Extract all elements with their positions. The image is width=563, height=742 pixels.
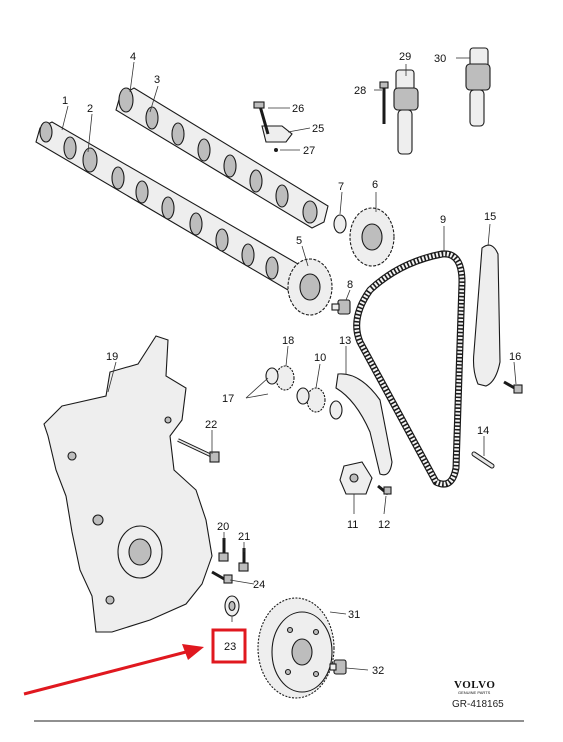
- part-label-32: 32: [372, 665, 384, 677]
- part-label-26: 26: [292, 103, 304, 115]
- idler-gear-10: [296, 387, 343, 420]
- solenoid-29: [393, 69, 419, 155]
- timing-chain: [353, 250, 466, 488]
- idler-gear-18: [265, 365, 295, 391]
- leader-lines: [61, 57, 517, 671]
- part-label-14: 14: [477, 425, 489, 437]
- part-label-19: 19: [106, 351, 118, 363]
- cam-sprocket-5: [287, 258, 333, 316]
- part-label-10: 10: [314, 352, 326, 364]
- bolt-16: [503, 380, 523, 394]
- cam-sprocket-6: [349, 207, 395, 267]
- part-label-22: 22: [205, 419, 217, 431]
- part-label-2: 2: [87, 103, 93, 115]
- part-label-11: 11: [347, 519, 358, 531]
- part-label-3: 3: [154, 74, 160, 86]
- part-label-30: 30: [434, 53, 446, 65]
- camshaft-rear: [115, 87, 329, 229]
- camshaft-front: [35, 121, 306, 291]
- part-label-7: 7: [338, 181, 344, 193]
- part-label-25: 25: [312, 123, 324, 135]
- bolt-8: [331, 299, 351, 315]
- part-label-8: 8: [347, 279, 353, 291]
- svg-text:VOLVO: VOLVO: [454, 679, 495, 691]
- bolt-22: [177, 438, 220, 463]
- bolt-26: [253, 101, 270, 135]
- part-label-27: 27: [303, 145, 315, 157]
- part-label-31: 31: [348, 609, 360, 621]
- part-label-16: 16: [509, 351, 521, 363]
- bracket-25: [261, 125, 293, 143]
- part-27: [274, 148, 278, 152]
- part-label-9: 9: [440, 214, 446, 226]
- highlight-arrow: [23, 644, 204, 696]
- chain-guide-15: [472, 244, 501, 387]
- part-label-24: 24: [253, 579, 265, 591]
- part-label-12: 12: [378, 519, 390, 531]
- washer-7: [333, 214, 347, 234]
- part-label-17: 17: [222, 393, 234, 405]
- tensioner-rail-13: [335, 373, 393, 476]
- svg-text:GENUINE PARTS: GENUINE PARTS: [458, 690, 491, 695]
- part-label-28: 28: [354, 85, 366, 97]
- bolt-28: [379, 81, 389, 124]
- reference-number: GR-418165: [452, 699, 504, 710]
- timing-cover-19: [43, 335, 213, 633]
- part-label-29: 29: [399, 51, 411, 63]
- part-label-6: 6: [372, 179, 378, 191]
- part-label-15: 15: [484, 211, 496, 223]
- part-label-5: 5: [296, 235, 302, 247]
- brand-logo: VOLVO GENUINE PARTS: [454, 679, 495, 695]
- bolt-20: [218, 538, 229, 562]
- part-label-4: 4: [130, 51, 136, 63]
- part-label-13: 13: [339, 335, 351, 347]
- highlight-box: [211, 628, 247, 664]
- part-label-18: 18: [282, 335, 294, 347]
- bolt-32: [329, 659, 347, 675]
- part-label-1: 1: [62, 95, 68, 107]
- tensioner-11: [339, 461, 373, 495]
- bolt-21: [238, 548, 249, 572]
- crank-pulley-31: [257, 597, 335, 699]
- part-label-21: 21: [238, 531, 250, 543]
- part-label-23: 23: [224, 641, 236, 653]
- solenoid-30: [465, 47, 491, 127]
- bolt-12: [377, 484, 392, 496]
- part-label-20: 20: [217, 521, 229, 533]
- bolt-24: [211, 570, 233, 584]
- part-labels: 1 2 3 4 5 6 7 8 9 10 11 12 13 14 15 16 1…: [62, 51, 521, 677]
